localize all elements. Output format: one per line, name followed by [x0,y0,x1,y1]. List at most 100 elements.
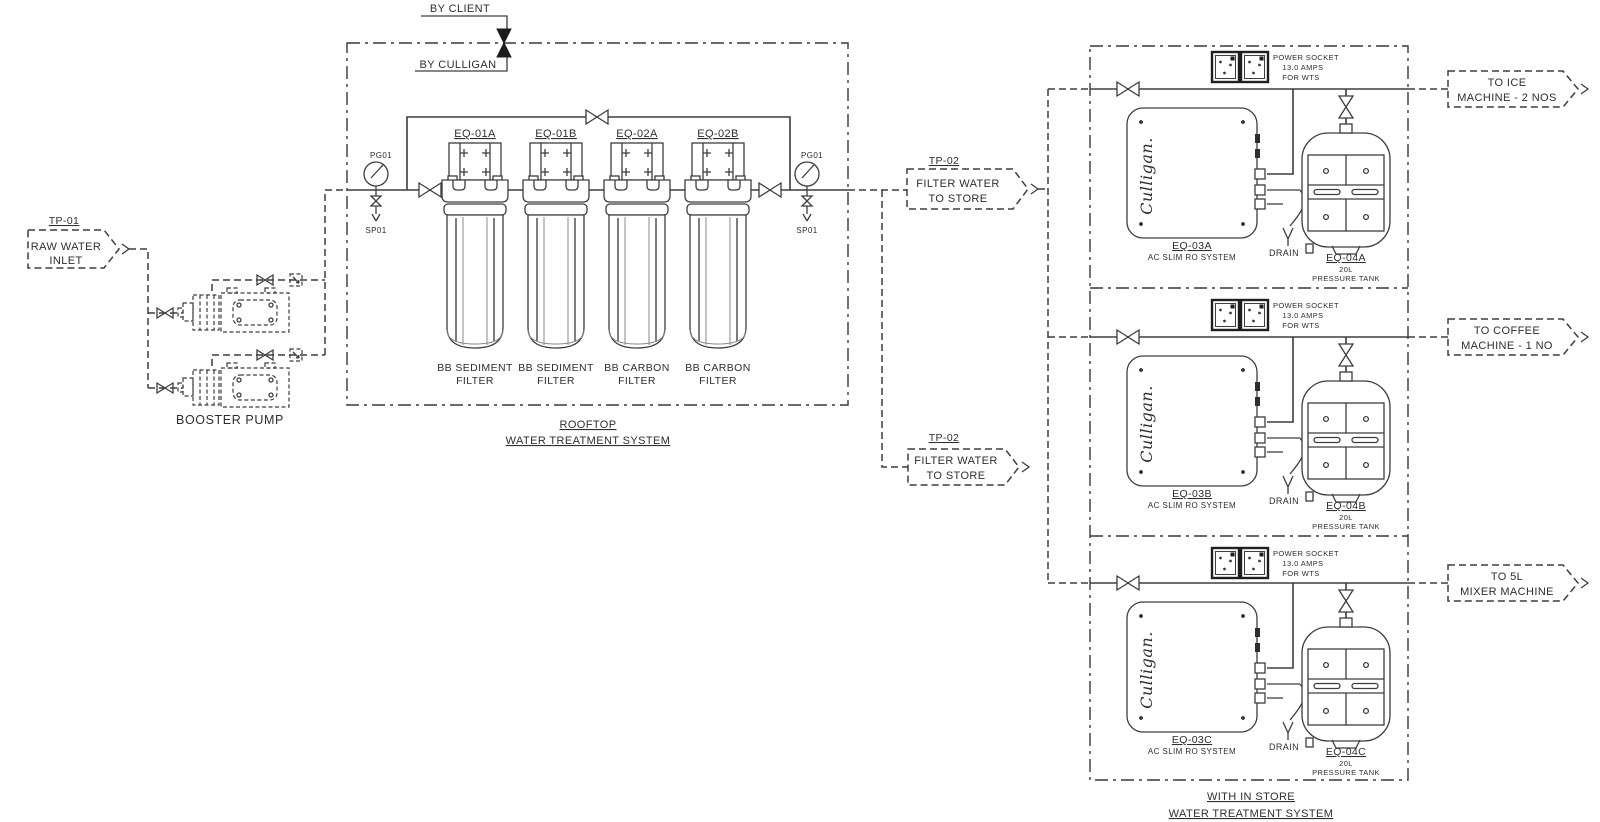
outlet-arrow-icon [1580,577,1589,589]
pressure-tank [1301,617,1391,749]
pressure-gauge-icon [363,161,389,191]
ro-type: AC SLIM RO SYSTEM [1148,501,1236,510]
power-socket-icon [1239,546,1270,580]
outlet-gauge-assembly: PG01 SP01 [794,151,823,235]
transfer-arrow-icon [1030,183,1039,195]
ro-tag: EQ-03B [1172,488,1212,500]
power-socket-icon [1239,50,1270,84]
filter-tag: EQ-02B [697,128,739,140]
outlet-line2: MACHINE - 2 NOS [1457,92,1557,104]
store-section-c: POWER SOCKET 13.0 AMPS FOR WTS DRAIN Cul… [1090,546,1589,777]
filter-eq01a: EQ-01A BB SEDIMENT FILTER [437,128,512,387]
socket-label-1: POWER SOCKET [1273,549,1339,558]
culligan-logo: Culligan. [1137,631,1156,709]
transfer-tag-2: TP-02 FILTER WATER TO STORE [907,432,1030,486]
section-inlet-valve-icon [1116,575,1140,591]
raw-water-inlet-tag: TP-01 RAW WATER INLET [27,215,130,269]
filter-type-line1: BB CARBON [604,362,669,374]
drain-arrow-icon [1282,227,1294,247]
transfer-tag-1: TP-02 FILTER WATER TO STORE [906,155,1048,210]
rooftop-system-boundary [346,42,849,406]
section-inlet-valve-icon [1116,81,1140,97]
tp02-label: TP-02 [929,432,960,444]
by-culligan-label: BY CULLIGAN [420,59,497,71]
ro-tag: EQ-03A [1172,240,1212,252]
transfer-tag-line1: FILTER WATER [916,178,999,190]
inlet-gauge-assembly: PG01 SP01 [363,151,392,235]
tank-valve-icon [1338,589,1354,613]
inlet-arrow-icon [121,243,130,255]
culligan-logo: Culligan. [1137,385,1156,463]
tank-tag: EQ-04C [1326,746,1366,758]
by-client-label: BY CLIENT [430,3,490,15]
pressure-tank [1301,123,1391,255]
transfer-tag-line2: TO STORE [928,193,987,205]
outlet-line2: MIXER MACHINE [1460,586,1554,598]
rooftop-caption-line1: ROOFTOP [560,419,617,431]
store-section-a: POWER SOCKET 13.0 AMPS FOR WTS DRAIN Cul… [1090,50,1589,283]
outlet-line1: TO ICE [1488,77,1527,89]
filter-type-line2: FILTER [537,375,575,387]
pressure-tank [1301,371,1391,503]
filter-type-line2: FILTER [618,375,656,387]
power-socket-icon [1210,50,1241,84]
power-socket-icon [1239,298,1270,332]
inlet-piping [129,248,183,394]
drain-arrow-icon [1282,475,1294,495]
inlet-tag-line1: RAW WATER [31,241,101,253]
filter-eq02b: EQ-02B BB CARBON FILTER [684,128,752,387]
inlet-tag-line2: INLET [49,255,82,267]
tp02-label: TP-02 [929,155,960,167]
socket-label-3: FOR WTS [1282,569,1319,578]
filter-tag: EQ-01A [454,128,496,140]
transfer-tag-line2: TO STORE [926,470,985,482]
filter-housing [441,142,509,349]
outlet-line2: MACHINE - 1 NO [1461,340,1553,352]
filter-eq02a: EQ-02A BB CARBON FILTER [603,128,671,387]
drain-label: DRAIN [1269,742,1299,752]
sample-point-icon [370,189,382,222]
socket-label-3: FOR WTS [1282,321,1319,330]
pressure-gauge-icon [794,161,820,191]
inlet-tag-outline [27,229,120,269]
tank-type: PRESSURE TANK [1312,522,1380,531]
transfer-tag-outline [906,168,1029,210]
tank-tag: EQ-04A [1326,252,1366,264]
filter-tag: EQ-02A [616,128,658,140]
store-branch-line [881,190,908,468]
filter-tag: EQ-01B [535,128,577,140]
sp01-right-label: SP01 [796,226,817,235]
booster-pump-1 [177,287,290,333]
filter-type-line1: BB CARBON [685,362,750,374]
ro-tag: EQ-03C [1172,734,1212,746]
tank-valve-icon [1338,343,1354,367]
socket-label-3: FOR WTS [1282,73,1319,82]
pg01-right-label: PG01 [801,151,823,160]
drain-label: DRAIN [1269,248,1299,258]
socket-label-2: 13.0 AMPS [1282,63,1323,72]
sample-point-icon [801,189,813,222]
store-caption-line2: WATER TREATMENT SYSTEM [1169,808,1334,820]
filter-type-line2: FILTER [456,375,494,387]
socket-label-1: POWER SOCKET [1273,53,1339,62]
filter-eq01b: EQ-01B BB SEDIMENT FILTER [518,128,593,387]
drain-arrow-icon [1282,721,1294,741]
tank-type: PRESSURE TANK [1312,768,1380,777]
outlet-line1: TO 5L [1491,571,1523,583]
filter-housing [522,142,590,349]
transfer-tag-outline [907,448,1020,486]
filter-housing [684,142,752,349]
tp01-label: TP-01 [49,215,80,227]
transfer-tag-line1: FILTER WATER [914,455,997,467]
culligan-logo: Culligan. [1137,137,1156,215]
store-section-b: POWER SOCKET 13.0 AMPS FOR WTS DRAIN Cul… [1090,298,1589,531]
tank-type: PRESSURE TANK [1312,274,1380,283]
store-system-boundary [1089,45,1409,781]
filter-inlet-valve-icon [418,182,442,198]
sp01-left-label: SP01 [365,226,386,235]
outlet-arrow-icon [1580,331,1589,343]
tank-capacity: 20L [1339,759,1353,768]
tank-tag: EQ-04B [1326,500,1366,512]
